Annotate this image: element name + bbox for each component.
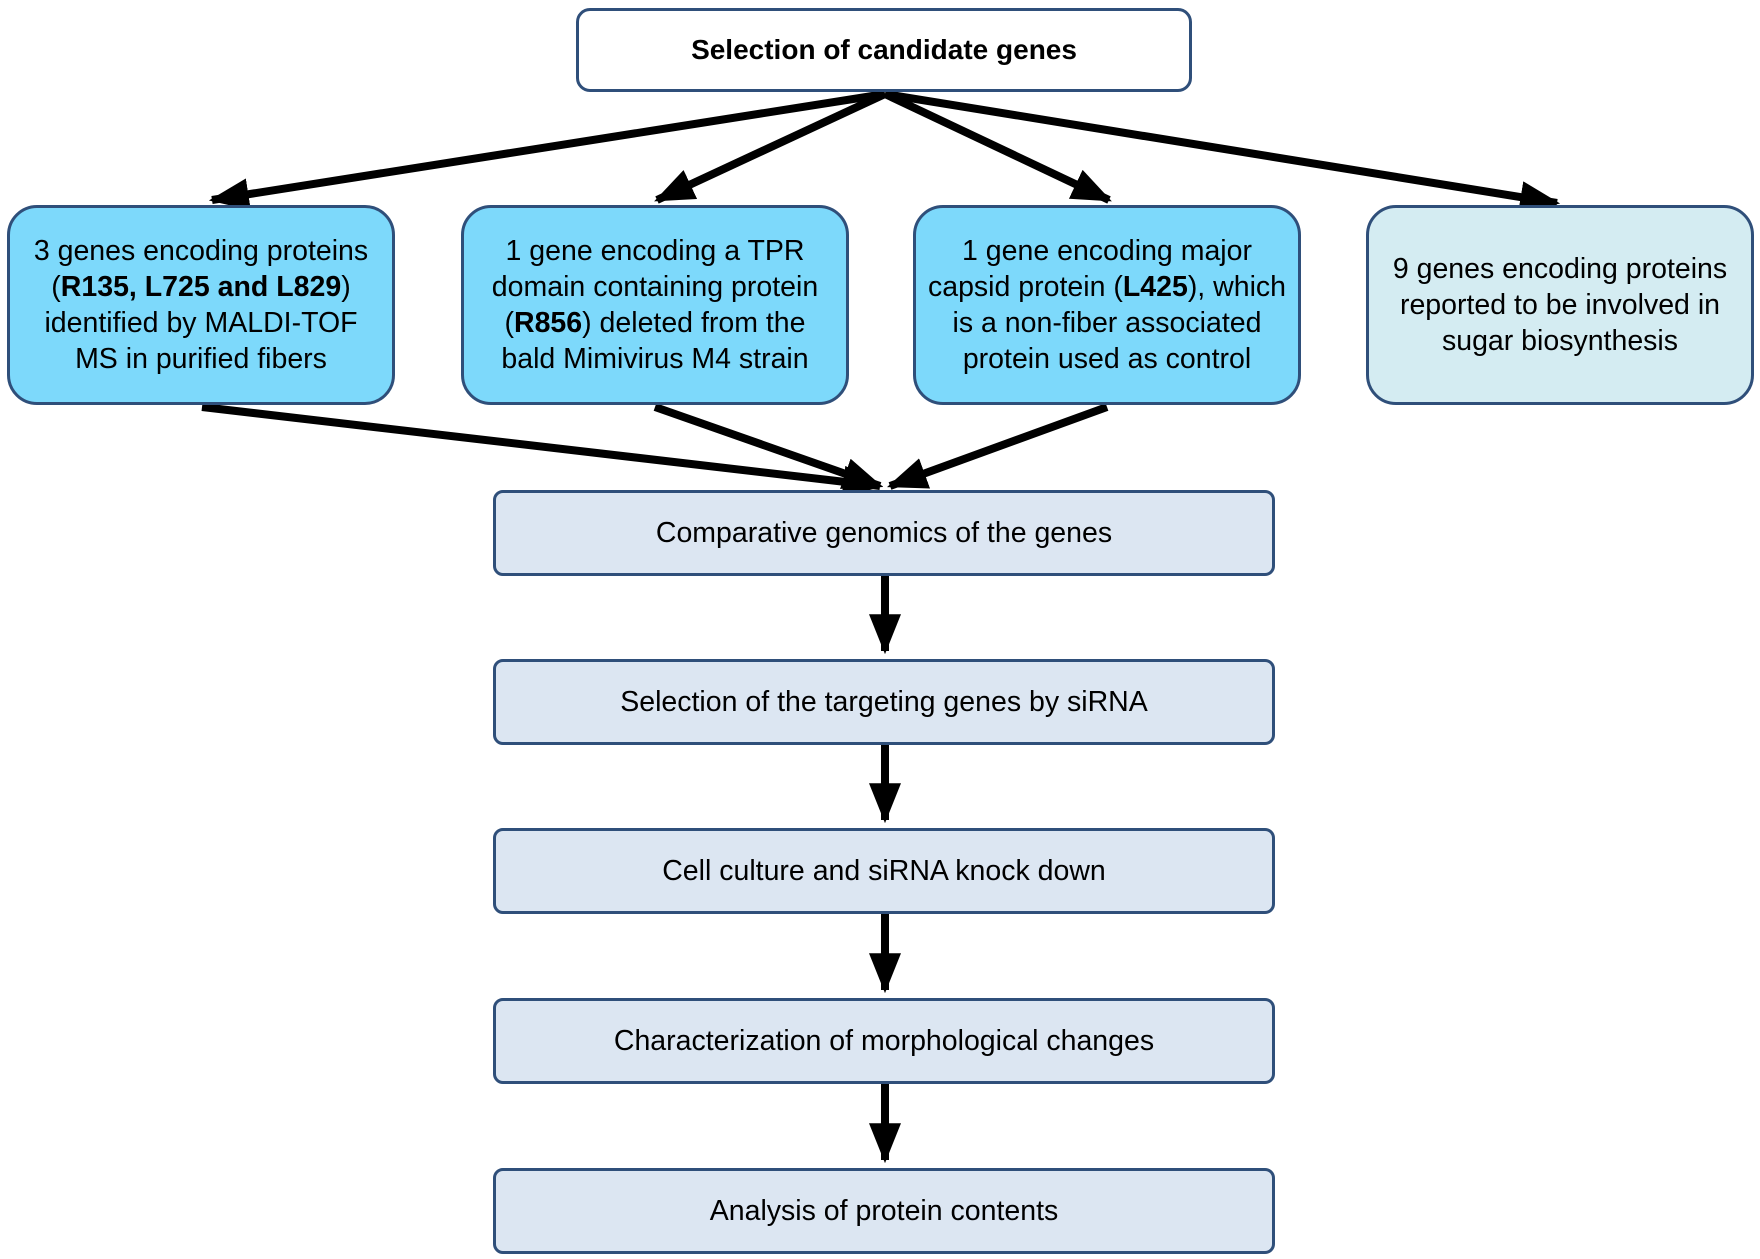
candidate-box-tpr-protein: 1 gene encoding a TPR domain containing … — [461, 205, 849, 405]
candidate-box-sugar-biosynthesis: 9 genes encoding proteins reported to be… — [1366, 205, 1754, 405]
selection-candidate-genes-label: Selection of candidate genes — [691, 34, 1077, 65]
candidate-label-fiber-proteins: 3 genes encoding proteins (R135, L725 an… — [33, 235, 369, 375]
arrow-top-to-candidate-1 — [208, 90, 886, 211]
candidate-box-fiber-proteins: 3 genes encoding proteins (R135, L725 an… — [7, 205, 395, 405]
selection-candidate-genes-box: Selection of candidate genes — [576, 8, 1192, 92]
step-label: Characterization of morphological change… — [613, 1024, 1155, 1057]
step-label: Comparative genomics of the genes — [655, 516, 1113, 549]
step-comparative-genomics: Comparative genomics of the genes — [493, 490, 1275, 576]
arrow-candidate-2-to-step-1 — [653, 403, 884, 490]
candidate-label-capsid-protein: 1 gene encoding major capsid protein (L4… — [927, 235, 1287, 375]
candidate-label-tpr-protein: 1 gene encoding a TPR domain containing … — [491, 235, 819, 375]
step-label: Selection of the targeting genes by siRN… — [620, 685, 1148, 718]
arrow-top-to-candidate-3 — [883, 90, 1112, 204]
step-label: Cell culture and siRNA knock down — [662, 854, 1106, 887]
step-selection-targeting-genes: Selection of the targeting genes by siRN… — [493, 659, 1275, 745]
arrow-candidate-1-to-step-1 — [201, 403, 884, 498]
step-label: Analysis of protein contents — [709, 1194, 1059, 1227]
arrow-candidate-3-to-step-1 — [886, 403, 1109, 490]
arrow-top-to-candidate-4 — [884, 90, 1561, 213]
step-protein-contents: Analysis of protein contents — [493, 1168, 1275, 1254]
step-cell-culture-knockdown: Cell culture and siRNA knock down — [493, 828, 1275, 914]
step-morphological-changes: Characterization of morphological change… — [493, 998, 1275, 1084]
candidate-box-capsid-protein: 1 gene encoding major capsid protein (L4… — [913, 205, 1301, 405]
arrow-top-to-candidate-2 — [654, 90, 887, 204]
candidate-label-sugar-biosynthesis: 9 genes encoding proteins reported to be… — [1392, 253, 1728, 357]
